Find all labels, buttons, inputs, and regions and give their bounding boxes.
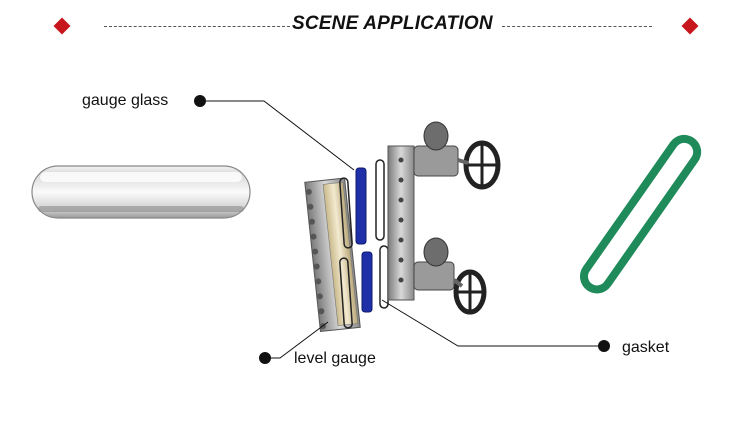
page-title: SCENE APPLICATION: [292, 13, 493, 34]
gasket-image: [579, 134, 702, 294]
glass-piece-image: [31, 165, 251, 219]
label-gauge-glass: gauge glass: [82, 92, 169, 109]
pointer-dot-gasket: [598, 340, 610, 352]
leader-level-gauge: [268, 321, 329, 359]
lower-handwheel-icon: [452, 269, 487, 315]
leader-gasket: [381, 299, 603, 347]
label-gasket: gasket: [622, 339, 670, 356]
upper-handwheel-icon: [457, 140, 501, 190]
label-level-gauge: level gauge: [294, 350, 376, 367]
header-divider-right: [502, 26, 652, 27]
header-divider-left: [104, 26, 290, 27]
leader-gauge-glass: [206, 100, 355, 171]
pointer-dot-gauge-glass: [194, 95, 206, 107]
level-gauge-assembly-image: [304, 121, 501, 332]
pointer-dot-level-gauge: [259, 352, 271, 364]
